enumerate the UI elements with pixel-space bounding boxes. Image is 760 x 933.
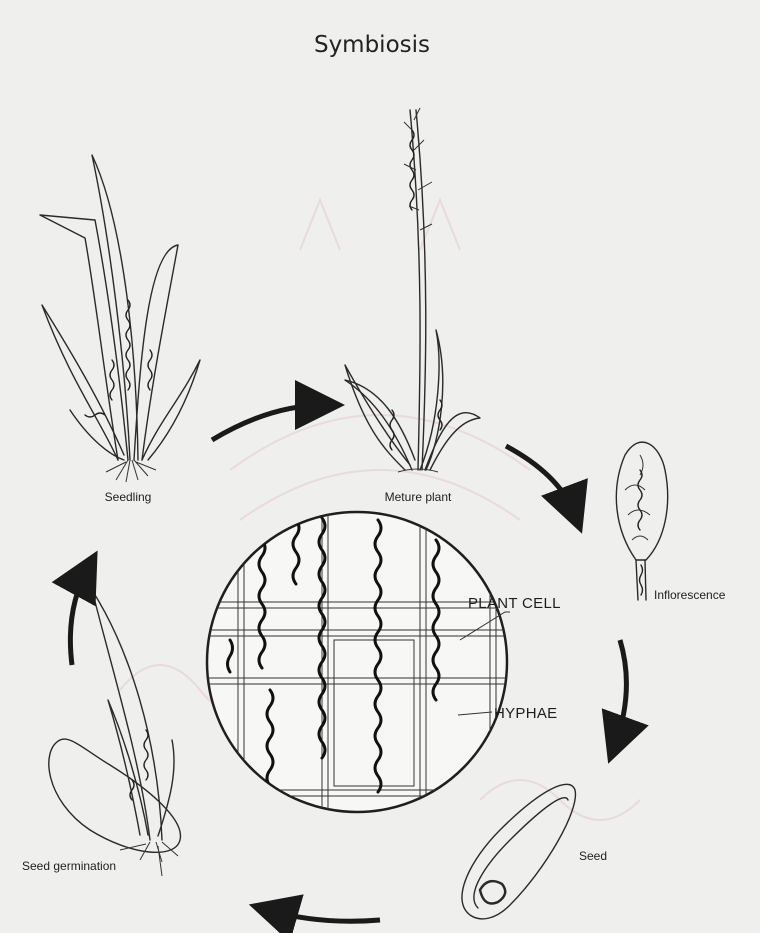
arrow-seed-to-germination bbox=[268, 910, 380, 921]
arrow-germination-to-seedling bbox=[70, 568, 88, 665]
diagram-title: Symbiosis bbox=[314, 32, 430, 58]
seed-illustration bbox=[462, 784, 576, 919]
magnified-cell-view bbox=[200, 500, 520, 840]
arrow-inflorescence-to-seed bbox=[615, 640, 626, 745]
arrow-mature-to-inflorescence bbox=[506, 446, 575, 515]
magnifier-circle bbox=[207, 512, 507, 812]
mature-plant-label: Meture plant bbox=[385, 490, 452, 504]
seedling-label: Seedling bbox=[105, 490, 152, 504]
hyphae-callout: HYPHAE bbox=[494, 705, 558, 722]
arrow-seedling-to-mature bbox=[212, 405, 325, 440]
seed-label: Seed bbox=[579, 849, 607, 863]
seedling-illustration bbox=[40, 155, 200, 482]
inflorescence-label: Inflorescence bbox=[654, 588, 726, 602]
seed-germination-label: Seed germination bbox=[22, 859, 116, 873]
plant-cell-callout: PLANT CELL bbox=[468, 595, 561, 612]
inflorescence-illustration bbox=[616, 442, 667, 600]
